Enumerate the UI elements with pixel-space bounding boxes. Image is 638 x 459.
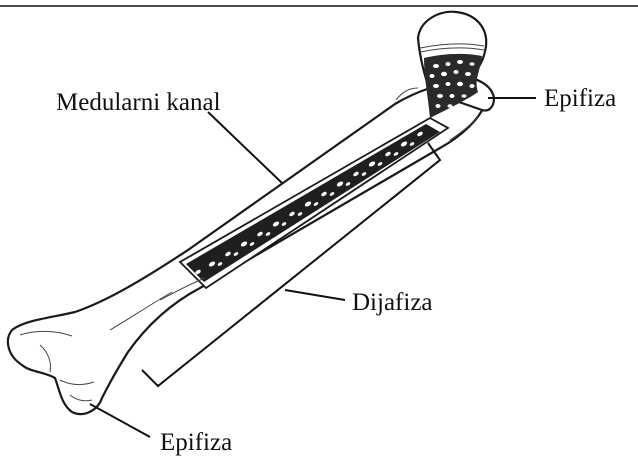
leader-diaphysis xyxy=(285,290,345,300)
label-diaphysis: Dijafiza xyxy=(352,289,433,316)
label-proximal-epiphysis: Epifiza xyxy=(544,85,616,112)
medullary-canal-cutaway xyxy=(180,118,448,288)
label-distal-epiphysis: Epifiza xyxy=(160,429,232,456)
leader-lines xyxy=(90,98,536,437)
femur-bone xyxy=(8,12,494,414)
label-medullary-canal: Medularni kanal xyxy=(56,89,221,116)
leader-medullary-canal xyxy=(208,112,282,183)
leader-distal-epiphysis xyxy=(90,404,150,437)
